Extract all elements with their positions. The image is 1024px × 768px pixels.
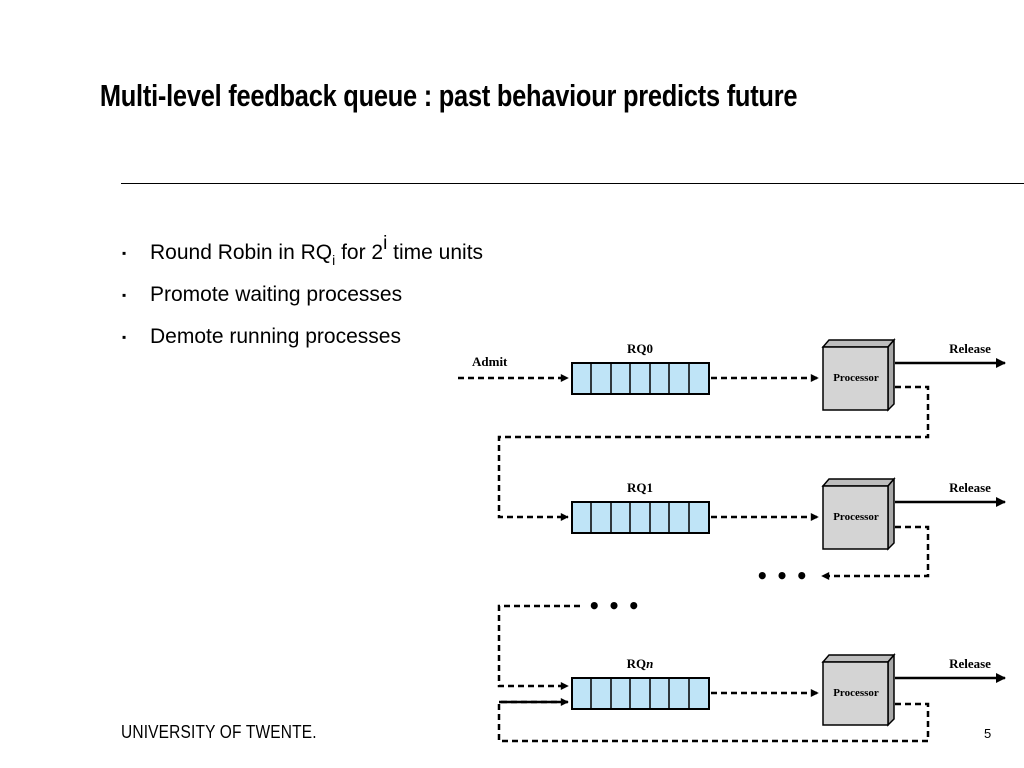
title-divider xyxy=(121,183,1024,184)
preempt-arrow-into-rqn xyxy=(497,604,580,690)
ellipsis-lower: • • • xyxy=(588,594,640,618)
bullet-marker: ▪ xyxy=(122,288,127,302)
release-label: Release xyxy=(949,656,991,671)
queue-slot-dividers xyxy=(590,678,690,709)
queue-label: RQ0 xyxy=(627,341,653,356)
page-number: 5 xyxy=(984,726,992,741)
queue-buffer xyxy=(571,362,710,395)
bullet-demote: ▪Demote running processes xyxy=(122,316,483,358)
ellipsis-upper: • • • xyxy=(756,564,808,588)
bullet-marker: ▪ xyxy=(122,246,127,260)
queue-rqn: RQn Processor Release xyxy=(571,652,1006,727)
queue-slot-dividers xyxy=(590,502,690,533)
processor-label: Processor xyxy=(833,372,879,384)
release-label: Release xyxy=(949,341,991,356)
admit-label: Admit xyxy=(472,354,508,369)
bullet-marker: ▪ xyxy=(122,330,127,344)
processor-box: Processor xyxy=(821,337,896,412)
processor-label: Processor xyxy=(833,511,879,523)
processor-box: Processor xyxy=(821,476,896,551)
university-logo: UNIVERSITY OF TWENTE. xyxy=(121,722,317,742)
slide-title: Multi-level feedback queue : past behavi… xyxy=(99,78,798,113)
bullet-promote: ▪Promote waiting processes xyxy=(122,274,483,316)
queue-rq0: RQ0 Processor Release xyxy=(571,337,1006,412)
rqn-feedback-loop xyxy=(497,700,930,743)
queue-label: RQn xyxy=(627,656,654,671)
processor-label: Processor xyxy=(833,687,879,699)
queue-buffer xyxy=(571,501,710,534)
processor-box: Processor xyxy=(821,652,896,727)
preempt-arrow-rq0-to-rq1 xyxy=(497,385,930,521)
queue-buffer xyxy=(571,677,710,710)
release-label: Release xyxy=(949,480,991,495)
queue-label: RQ1 xyxy=(627,480,653,495)
queue-rq1: RQ1 Processor Release xyxy=(571,476,1006,551)
bullet-round-robin: ▪Round Robin in RQi for 2i time units xyxy=(122,232,483,274)
preempt-arrow-rq1-to-next xyxy=(821,525,930,580)
queue-slot-dividers xyxy=(590,363,690,394)
bullet-list: ▪Round Robin in RQi for 2i time units ▪P… xyxy=(122,232,483,358)
